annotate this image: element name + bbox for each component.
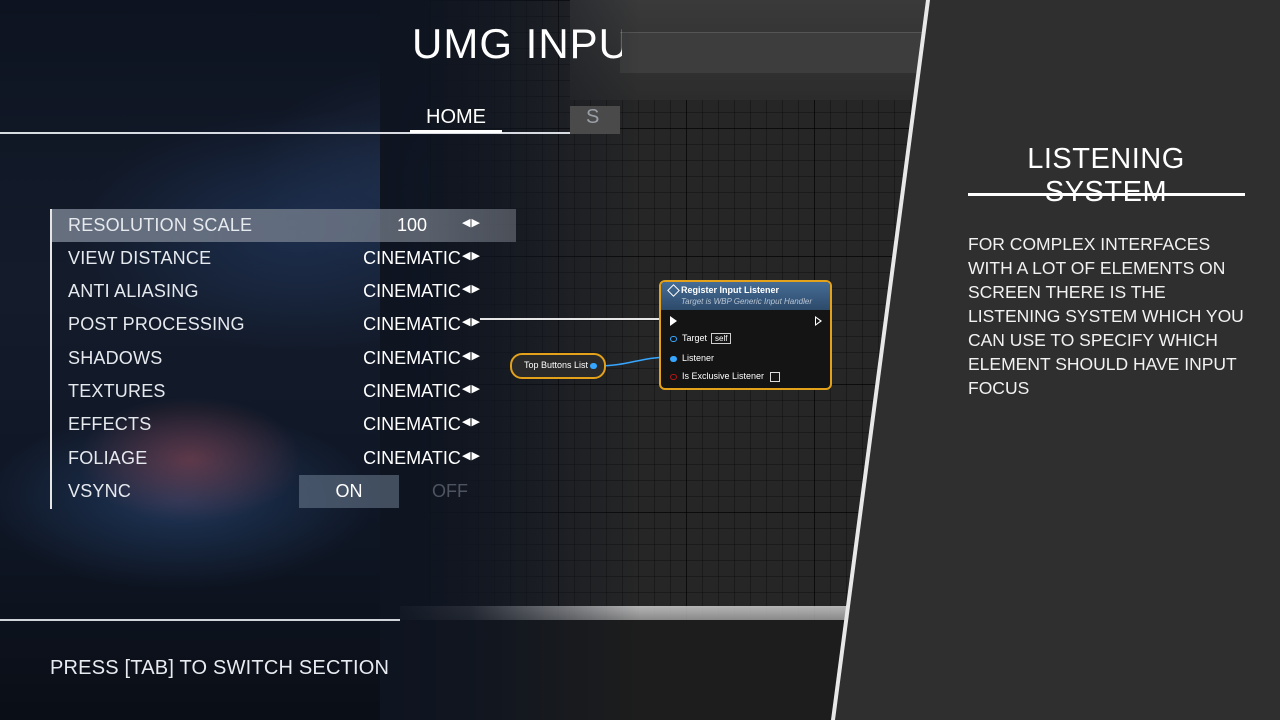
vsync-on-toggle[interactable]: ON	[299, 475, 399, 508]
is-exclusive-pin-row[interactable]: Is Exclusive Listener	[670, 371, 781, 382]
setting-label: EFFECTS	[68, 414, 152, 434]
setting-value: 100	[396, 215, 428, 235]
left-right-arrows-icon[interactable]: ◀▶	[462, 316, 481, 328]
setting-value: CINEMATIC	[363, 448, 461, 468]
page-title: UMG INPU	[412, 20, 622, 67]
left-right-arrows-icon[interactable]: ◀▶	[462, 416, 481, 428]
setting-value: CINEMATIC	[363, 414, 461, 434]
left-right-arrows-icon[interactable]: ◀▶	[462, 383, 481, 395]
tab-home-underline	[410, 130, 502, 133]
target-pin-icon	[670, 335, 677, 342]
tab-home[interactable]: HOME	[426, 106, 486, 128]
variable-node-label: Top Buttons List	[524, 360, 589, 370]
is-exclusive-checkbox[interactable]	[770, 371, 781, 382]
node-header	[661, 282, 830, 310]
setting-row-foliage[interactable]: FOLIAGE CINEMATIC ◀▶	[52, 442, 516, 475]
setting-row-textures[interactable]: TEXTURES CINEMATIC ◀▶	[52, 375, 516, 408]
node-subtitle: Target is WBP Generic Input Handler	[681, 297, 813, 306]
setting-label: RESOLUTION SCALE	[68, 215, 253, 235]
is-exclusive-pin-label: Is Exclusive Listener	[682, 371, 765, 381]
setting-row-post-processing[interactable]: POST PROCESSING CINEMATIC ◀▶	[52, 308, 516, 341]
setting-row-effects[interactable]: EFFECTS CINEMATIC ◀▶	[52, 408, 516, 441]
footer-divider	[0, 619, 400, 621]
setting-value: CINEMATIC	[363, 348, 461, 368]
setting-label: ANTI ALIASING	[68, 281, 199, 301]
setting-value: CINEMATIC	[363, 248, 461, 268]
exec-in-pin-icon[interactable]	[670, 316, 677, 326]
target-self-value[interactable]: self	[711, 333, 732, 344]
node-title: Register Input Listener	[681, 285, 780, 295]
setting-row-anti-aliasing[interactable]: ANTI ALIASING CINEMATIC ◀▶	[52, 275, 516, 308]
setting-label: POST PROCESSING	[68, 314, 245, 334]
settings-list-accent-bar	[50, 209, 52, 509]
setting-label: VIEW DISTANCE	[68, 248, 212, 268]
header-divider	[0, 132, 570, 134]
info-panel-body: FOR COMPLEX INTERFACES WITH A LOT OF ELE…	[968, 234, 1244, 398]
setting-row-shadows[interactable]: SHADOWS CINEMATIC ◀▶	[52, 342, 516, 375]
setting-label: VSYNC	[68, 481, 132, 501]
info-panel-rule	[968, 193, 1245, 196]
left-right-arrows-icon[interactable]: ◀▶	[462, 250, 481, 262]
left-right-arrows-icon[interactable]: ◀▶	[462, 283, 481, 295]
setting-value: CINEMATIC	[363, 381, 461, 401]
target-pin-label: Target	[682, 333, 708, 343]
info-panel-title: LISTENING SYSTEM	[1027, 143, 1185, 208]
top-buttons-list-node[interactable]: Top Buttons List	[510, 353, 606, 379]
bool-pin-icon	[670, 373, 677, 380]
setting-label: SHADOWS	[68, 348, 163, 368]
setting-row-resolution-scale[interactable]: RESOLUTION SCALE 100 ◀▶	[52, 209, 516, 242]
exec-out-pin-hole	[816, 318, 820, 324]
listener-pin-label: Listener	[682, 353, 715, 363]
register-input-listener-node[interactable]: Register Input Listener Target is WBP Ge…	[659, 280, 832, 390]
left-right-arrows-icon[interactable]: ◀▶	[462, 450, 481, 462]
listener-pin-icon	[670, 355, 677, 362]
vsync-off-toggle[interactable]: OFF	[432, 481, 468, 501]
left-right-arrows-icon[interactable]: ◀▶	[462, 217, 481, 229]
switch-section-hint: PRESS [TAB] TO SWITCH SECTION	[50, 657, 390, 679]
variable-output-pin-icon[interactable]	[590, 363, 597, 369]
setting-row-vsync: VSYNC ON OFF	[52, 475, 516, 508]
left-right-arrows-icon[interactable]: ◀▶	[462, 350, 481, 362]
setting-label: FOLIAGE	[68, 448, 148, 468]
tab-settings[interactable]: S	[570, 106, 620, 134]
setting-label: TEXTURES	[68, 381, 166, 401]
setting-value: CINEMATIC	[363, 314, 461, 334]
listener-pin-row[interactable]: Listener	[670, 353, 714, 363]
exec-wire	[480, 318, 665, 320]
setting-value: CINEMATIC	[363, 281, 461, 301]
setting-row-view-distance[interactable]: VIEW DISTANCE CINEMATIC ◀▶	[52, 242, 516, 275]
